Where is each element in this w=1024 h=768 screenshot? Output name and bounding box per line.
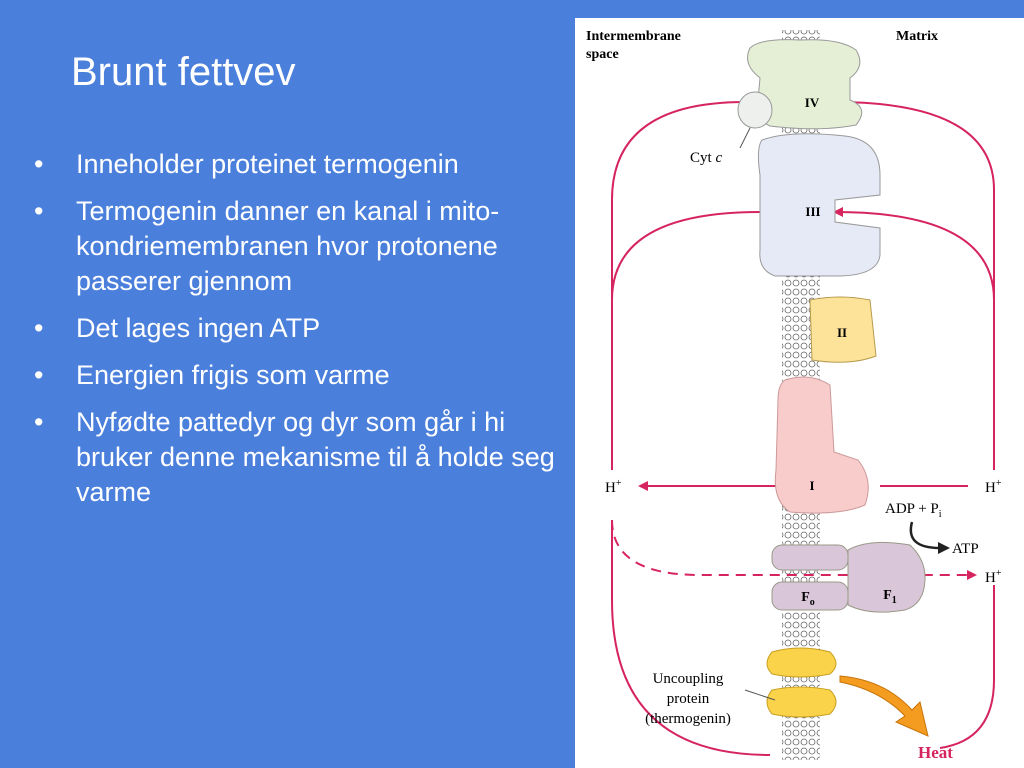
complex-ii <box>809 296 877 363</box>
diagram-svg: IV Cyt c III II I H+ H+ H+ ADP + Pi ATP … <box>586 29 1002 762</box>
h-plus-right-bottom: H+ <box>985 568 1002 586</box>
proton-arrows <box>611 97 995 756</box>
thermogenin-pointer <box>744 689 776 701</box>
thermogenin-diagram: IV Cyt c III II I H+ H+ H+ ADP + Pi ATP … <box>575 18 1024 768</box>
heat-label: Heat <box>918 743 953 762</box>
atp-synthesis-arrow <box>909 521 941 550</box>
space-label: space <box>586 47 619 62</box>
f0-label: Fo <box>801 590 815 608</box>
bullet-item: Energien frigis som varme <box>34 358 574 393</box>
uncoupling-label-line1: Uncoupling <box>653 671 724 687</box>
complex-i-label: I <box>809 478 814 493</box>
bullet-item: Nyfødte pattedyr og dyr som går i hi bru… <box>34 405 574 510</box>
complex-iii <box>757 133 881 277</box>
heat-arrow <box>839 675 929 737</box>
uncoupling-label-line2: protein <box>667 691 710 707</box>
atp-label: ATP <box>952 541 979 557</box>
bullet-item: Inneholder proteinet termogenin <box>34 147 574 182</box>
thermogenin-protein <box>766 647 837 718</box>
complex-iv-label: IV <box>805 95 820 110</box>
complex-iii-label: III <box>805 204 820 219</box>
f1-label: F1 <box>883 588 897 606</box>
adp-pi-label: ADP + Pi <box>885 501 942 520</box>
bullet-item: Det lages ingen ATP <box>34 311 574 346</box>
complex-ii-label: II <box>837 325 847 340</box>
bullet-list: Inneholder proteinet termogenin Termogen… <box>34 147 574 522</box>
matrix-label: Matrix <box>896 29 938 44</box>
atp-synthase <box>771 541 926 613</box>
h-plus-left: H+ <box>605 478 622 496</box>
bullet-item: Termogenin danner en kanal i mito-kondri… <box>34 194 574 299</box>
complex-i <box>774 376 869 514</box>
cyt-c <box>737 91 773 129</box>
uncoupling-label-line3: (thermogenin) <box>645 711 731 727</box>
atp-arrow-head <box>938 542 950 554</box>
h-plus-right-top: H+ <box>985 478 1002 496</box>
cyt-c-label: Cyt c <box>690 150 722 166</box>
cyt-c-pointer <box>739 127 751 149</box>
slide-title: Brunt fettvev <box>71 50 296 94</box>
intermembrane-label: Intermembrane <box>586 29 681 44</box>
